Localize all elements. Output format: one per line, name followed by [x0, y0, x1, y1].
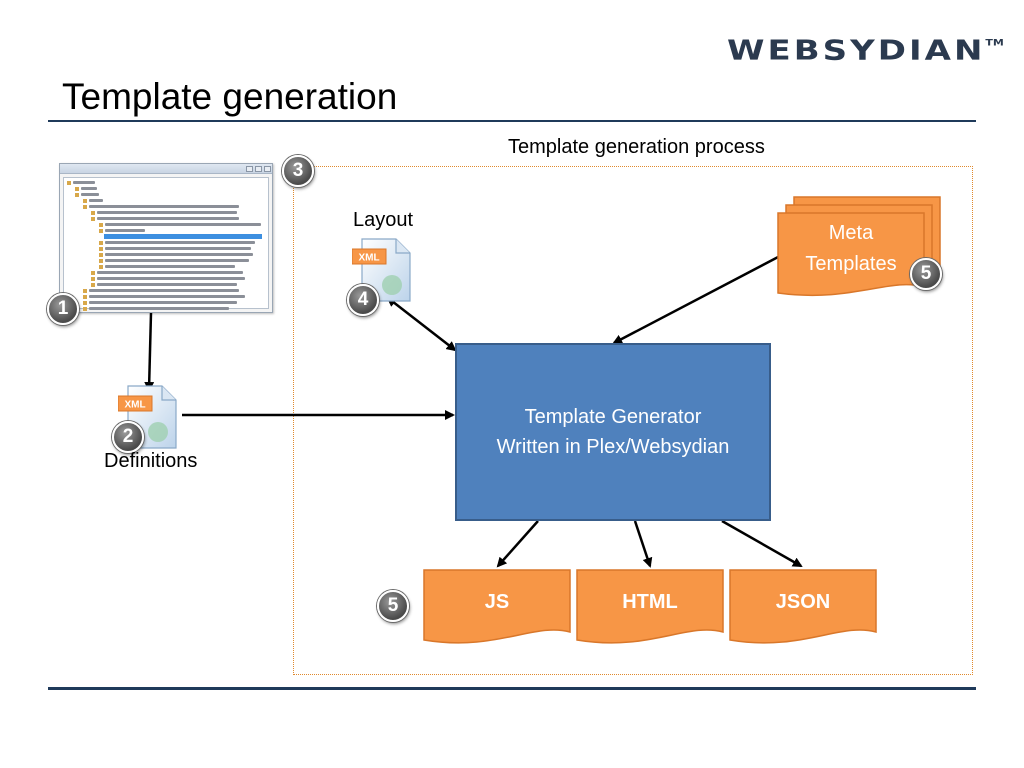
tree-row — [81, 187, 97, 190]
step-badge-2: 2 — [112, 421, 144, 453]
tree-row — [81, 193, 99, 196]
meta-line-2: Templates — [805, 253, 897, 275]
thumbnail-tree-panel — [63, 177, 269, 311]
arrow-screenshot-to-definitions — [144, 312, 155, 392]
output-json-document — [729, 569, 877, 644]
tree-row — [97, 211, 237, 214]
output-html-label: HTML — [622, 591, 678, 613]
tree-row — [89, 301, 237, 304]
tree-row — [97, 271, 243, 274]
logo-text: WEBSYDIAN — [727, 34, 986, 67]
arrow-layout-generator — [386, 296, 457, 352]
output-js-document — [423, 569, 571, 644]
tree-folder-icon — [99, 223, 103, 227]
tree-row — [105, 229, 145, 232]
tree-row — [89, 289, 239, 292]
arrow-meta-to-generator — [612, 254, 781, 345]
tree-folder-icon — [99, 259, 103, 263]
step-badge-4: 4 — [347, 284, 379, 316]
slide-title: Template generation — [62, 76, 398, 117]
arrow-generator-to-json — [721, 519, 803, 568]
tree-folder-icon — [83, 301, 87, 305]
layout-xml-tag: XML — [358, 253, 379, 264]
tree-folder-icon — [91, 271, 95, 275]
tree-row — [97, 277, 245, 280]
tree-row — [73, 181, 95, 184]
tree-folder-icon — [91, 217, 95, 221]
generator-line-2: Written in Plex/Websydian — [496, 436, 730, 458]
tree-folder-icon — [91, 277, 95, 281]
definitions-xml-tag: XML — [124, 400, 145, 411]
tree-row — [105, 253, 253, 256]
tree-folder-icon — [83, 307, 87, 311]
step-badge-5-outputs: 5 — [377, 590, 409, 622]
tree-folder-icon — [99, 253, 103, 257]
definitions-label: Definitions — [104, 450, 198, 472]
tree-row — [97, 283, 237, 286]
tree-row — [89, 199, 103, 202]
tree-row — [105, 241, 255, 244]
tree-row — [105, 265, 235, 268]
process-label: Template generation process — [508, 136, 765, 158]
footer-divider — [48, 687, 976, 690]
output-json-label: JSON — [775, 591, 831, 613]
tree-folder-icon — [99, 265, 103, 269]
tree-selected-row — [104, 234, 262, 239]
output-html-document — [576, 569, 724, 644]
tree-row — [89, 205, 239, 208]
step-badge-1: 1 — [47, 293, 79, 325]
tree-row — [105, 259, 249, 262]
title-divider — [48, 120, 976, 122]
tree-folder-icon — [99, 241, 103, 245]
generator-line-1: Template Generator — [524, 406, 702, 428]
logo-trademark: TM — [985, 37, 1004, 48]
tree-folder-icon — [83, 295, 87, 299]
tree-folder-icon — [83, 199, 87, 203]
thumbnail-maximize-icon — [255, 166, 262, 172]
template-generator-box: Template Generator Written in Plex/Websy… — [455, 343, 771, 521]
tree-row — [97, 217, 239, 220]
tree-folder-icon — [67, 181, 71, 185]
tree-folder-icon — [83, 289, 87, 293]
arrow-generator-to-js — [496, 520, 539, 568]
generate-and-build-screenshot — [59, 163, 273, 313]
thumbnail-minimize-icon — [246, 166, 253, 172]
tree-folder-icon — [75, 187, 79, 191]
tree-folder-icon — [99, 229, 103, 233]
step-badge-3: 3 — [282, 155, 314, 187]
step-badge-5-meta: 5 — [910, 258, 942, 290]
layout-label: Layout — [353, 209, 414, 231]
output-js-label: JS — [484, 591, 510, 613]
tree-row — [105, 223, 261, 226]
thumbnail-titlebar — [60, 164, 272, 174]
tree-folder-icon — [91, 283, 95, 287]
thumbnail-close-icon — [264, 166, 271, 172]
tree-row — [89, 295, 245, 298]
tree-folder-icon — [91, 211, 95, 215]
meta-line-1: Meta — [828, 222, 874, 244]
tree-folder-icon — [75, 193, 79, 197]
meta-templates-label: Meta Templates — [778, 218, 924, 280]
websydian-logo: WEBSYDIANTM — [727, 34, 1004, 67]
tree-row — [89, 307, 229, 310]
arrow-generator-to-html — [633, 520, 653, 568]
tree-folder-icon — [83, 205, 87, 209]
process-boundary — [293, 166, 973, 675]
tree-row — [105, 247, 251, 250]
tree-folder-icon — [99, 247, 103, 251]
